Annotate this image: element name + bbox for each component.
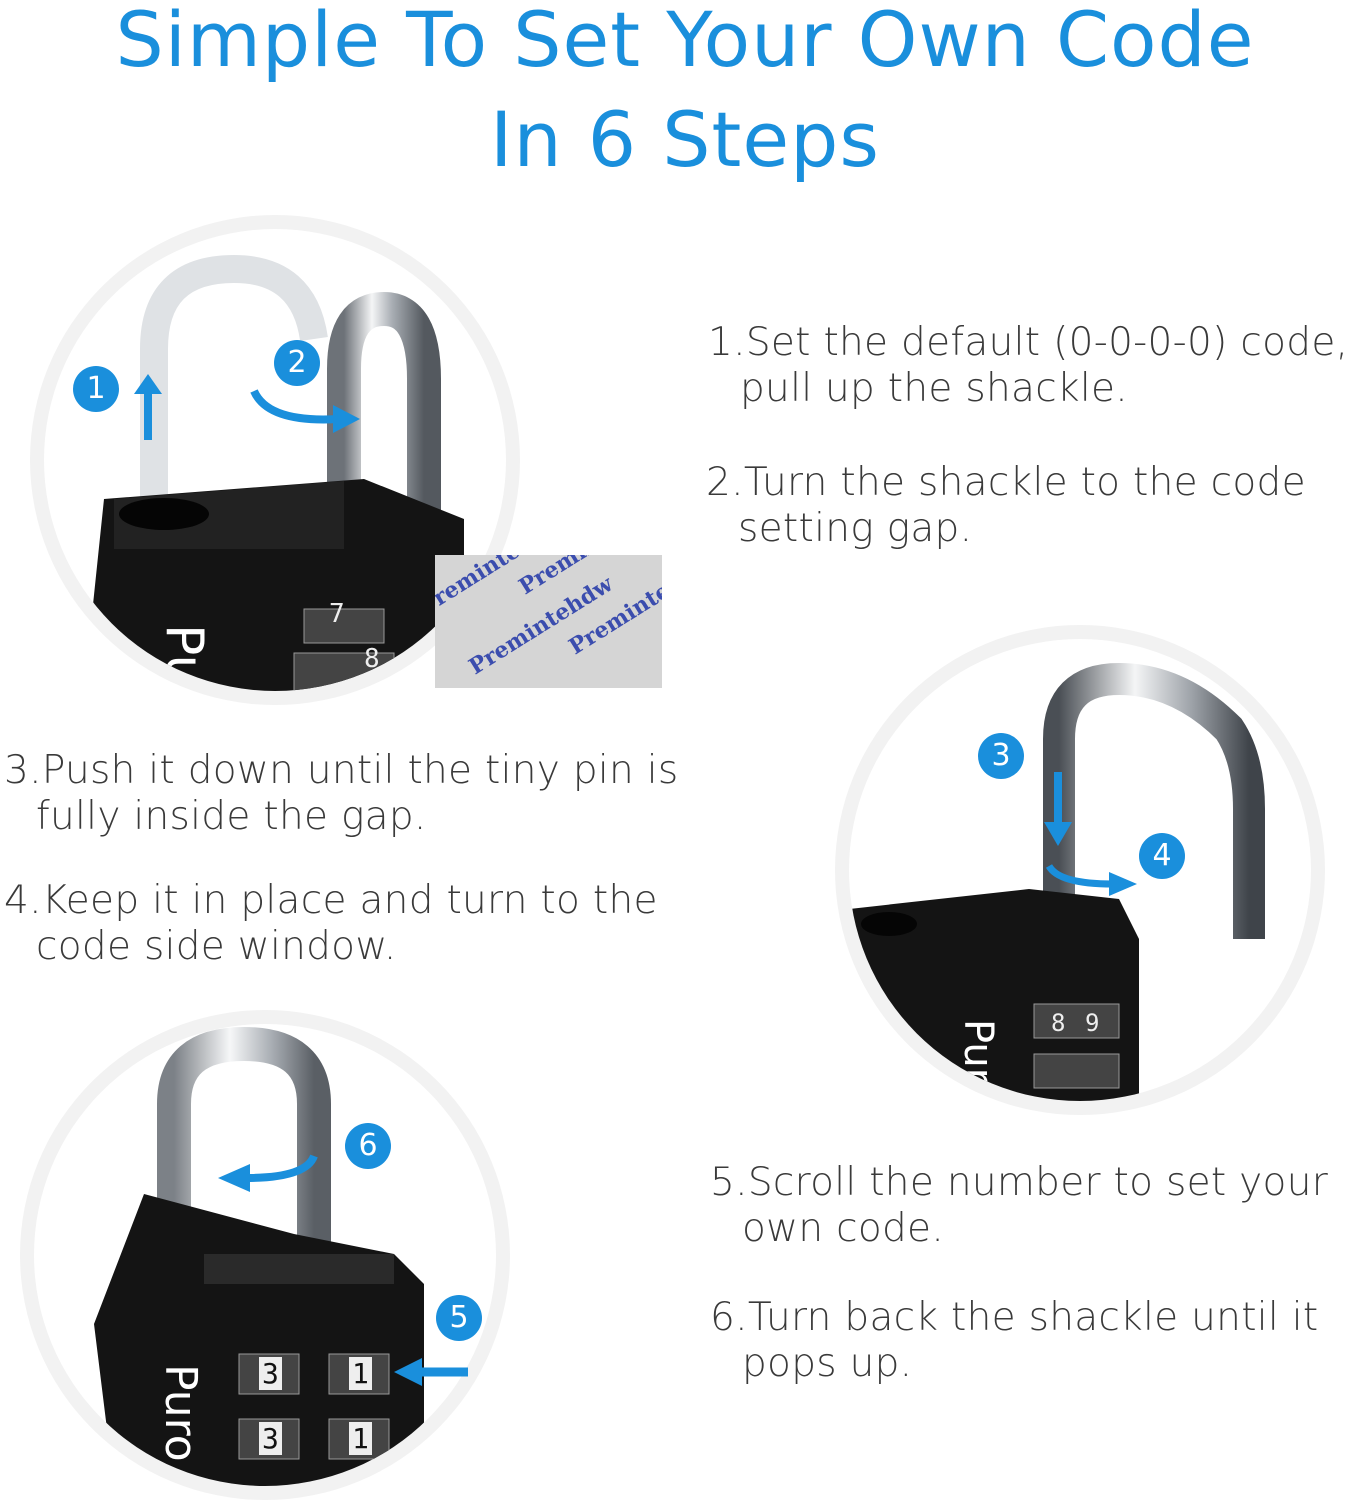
lock-brand-label: Puro — [154, 624, 214, 691]
step-5-text: 5.Scroll the number to set your own code… — [710, 1160, 1328, 1252]
watermark-sticker: Premintehdw Premintehdw Premintehdw Prem… — [435, 555, 662, 688]
arrow-curve-left-icon — [218, 1154, 318, 1192]
dial-digit: 9 — [1085, 1009, 1100, 1037]
padlock-open-image — [84, 254, 464, 691]
step-1-text: 1.Set the default (0-0-0-0) code, pull u… — [708, 320, 1348, 412]
padlock-rotated-image — [849, 662, 1265, 1101]
arrow-curve-right-icon — [250, 389, 360, 433]
step-1-2-illustration: Puro 7 8 — [30, 215, 520, 705]
step-line-2: pops up. — [742, 1341, 913, 1386]
dial-digit: 3 — [259, 1357, 282, 1390]
step-2-text: 2.Turn the shackle to the code setting g… — [706, 460, 1306, 552]
dial-digit: 8 — [1051, 1009, 1066, 1037]
padlock-closed-image — [94, 1026, 424, 1486]
step-badge-4: 4 — [1139, 833, 1185, 879]
dial-digit: 1 — [349, 1422, 372, 1455]
step-badge-3: 3 — [978, 733, 1024, 779]
step-line-1: Turn the shackle to the code — [743, 460, 1306, 505]
step-5-6-illustration: Puro 3 1 3 1 — [20, 1010, 510, 1500]
step-4-text: 4.Keep it in place and turn to the code … — [4, 878, 658, 970]
step-6-text: 6.Turn back the shackle until it pops up… — [710, 1295, 1319, 1387]
arrow-curve-right-icon — [1045, 863, 1137, 896]
arrow-down-icon — [1044, 772, 1072, 846]
step-line-2: pull up the shackle. — [740, 366, 1129, 411]
step-line-1: Turn back the shackle until it — [747, 1295, 1319, 1340]
step-line-1: Set the default (0-0-0-0) code, — [745, 320, 1349, 365]
step-badge-5: 5 — [436, 1295, 482, 1341]
dial-digit: 1 — [349, 1357, 372, 1390]
step-number: 5. — [710, 1160, 748, 1205]
arrow-left-icon — [394, 1358, 468, 1386]
step-line-2: fully inside the gap. — [36, 794, 427, 839]
page-title-line-1: Simple To Set Your Own Code — [115, 0, 1255, 84]
page-title-line-2: In 6 Steps — [490, 95, 880, 184]
step-line-2: code side window. — [36, 924, 397, 969]
step-line-2: setting gap. — [738, 506, 973, 551]
step-badge-6: 6 — [345, 1123, 391, 1169]
step-line-1: Scroll the number to set your — [747, 1160, 1329, 1205]
lock-brand-label: Puro — [155, 1364, 206, 1462]
step-number: 1. — [708, 320, 746, 365]
step-3-4-illustration: Puro 8 9 — [835, 625, 1325, 1115]
arrow-up-icon — [134, 374, 162, 440]
dial-digit: 3 — [259, 1422, 282, 1455]
dial-digit: 8 — [364, 644, 380, 674]
step-line-1: Push it down until the tiny pin is — [41, 748, 679, 793]
step-number: 4. — [4, 878, 42, 923]
dial-digit: 7 — [329, 599, 345, 629]
step-3-text: 3.Push it down until the tiny pin is ful… — [4, 748, 679, 840]
step-line-1: Keep it in place and turn to the — [41, 878, 658, 923]
step-line-2: own code. — [742, 1206, 945, 1251]
lock-brand-label: Puro — [955, 1019, 1001, 1101]
step-number: 3. — [4, 748, 42, 793]
step-number: 2. — [706, 460, 744, 505]
step-badge-2: 2 — [274, 340, 320, 386]
step-number: 6. — [710, 1295, 748, 1340]
step-badge-1: 1 — [73, 366, 119, 412]
